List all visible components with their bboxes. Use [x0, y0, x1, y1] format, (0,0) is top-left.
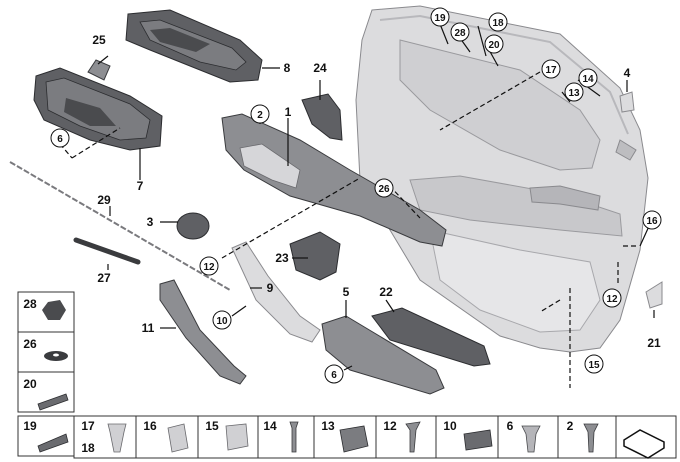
speaker-cover [176, 212, 210, 240]
callout-2: 2 [257, 110, 263, 121]
corner-trim [301, 93, 343, 141]
callout-22: 22 [379, 285, 393, 299]
callout-24: 24 [313, 61, 327, 75]
callout-12-right: 12 [606, 294, 618, 305]
callout-7: 7 [137, 179, 144, 193]
grid-part-12-screw [405, 421, 421, 453]
callout-13: 13 [568, 88, 580, 99]
callout-4: 4 [624, 66, 631, 80]
callout-5: 5 [343, 285, 350, 299]
callout-16: 16 [646, 216, 658, 227]
callout-21: 21 [647, 336, 661, 350]
callout-27: 27 [97, 271, 111, 285]
armrest-trim-strip [221, 113, 447, 247]
seal-strip [9, 161, 231, 291]
switch-carrier-lower [33, 67, 163, 151]
grid-part-6-screw [521, 425, 541, 453]
callout-17: 17 [545, 65, 557, 76]
strip-trim [73, 237, 141, 265]
grid-part-28-nut [42, 300, 66, 320]
callout-6-lower: 6 [331, 370, 337, 381]
callout-18: 18 [492, 18, 504, 29]
parts-grid-left: 28 26 20 19 [17, 291, 75, 457]
callout-6-upper: 6 [57, 134, 63, 145]
grid-part-2-screw [583, 423, 599, 453]
grid-label-19: 19 [23, 419, 37, 433]
grid-part-14-screw [289, 421, 299, 453]
callouts: 19 28 18 20 17 14 13 4 16 12 21 15 26 2 … [50, 7, 662, 384]
switch-carrier-upper [125, 9, 263, 83]
grid-label-14: 14 [263, 419, 277, 433]
pull-handle [159, 279, 247, 385]
parts-grid-bottom: 17 18 16 15 14 13 12 10 6 2 [73, 415, 677, 459]
grid-label-16: 16 [143, 419, 157, 433]
grid-part-13-nut [339, 425, 369, 453]
callout-25: 25 [92, 33, 106, 47]
callout-10: 10 [216, 316, 228, 327]
armrest-pad [321, 315, 445, 395]
clip-small [619, 91, 635, 113]
grid-label-18: 18 [81, 441, 95, 455]
grid-label-6: 6 [507, 419, 514, 433]
callout-1: 1 [285, 105, 292, 119]
cover-cap [87, 59, 111, 81]
callout-11: 11 [142, 321, 155, 335]
grid-label-20: 20 [23, 377, 37, 391]
grid-part-16-clip [167, 423, 189, 453]
grid-part-19-clip [37, 433, 69, 453]
grid-symbol-icon [623, 429, 665, 459]
callout-28: 28 [454, 28, 466, 39]
grid-label-28: 28 [23, 297, 37, 311]
grid-label-10: 10 [443, 419, 457, 433]
callout-23: 23 [275, 251, 289, 265]
grid-label-2: 2 [567, 419, 574, 433]
handle-bracket [231, 241, 321, 343]
callout-9: 9 [267, 281, 274, 295]
end-cap [645, 281, 663, 309]
grid-label-26: 26 [23, 337, 37, 351]
callout-26: 26 [378, 184, 390, 195]
callout-15: 15 [588, 360, 600, 371]
speaker-grille [289, 231, 341, 281]
grid-part-17-rivet [107, 423, 127, 453]
callout-19: 19 [434, 13, 446, 24]
grid-label-17: 17 [81, 419, 95, 433]
callout-29: 29 [97, 193, 111, 207]
callout-20: 20 [488, 40, 500, 51]
callout-8: 8 [284, 61, 291, 75]
grid-label-15: 15 [205, 419, 219, 433]
callout-3: 3 [147, 215, 154, 229]
callout-14: 14 [582, 74, 594, 85]
grid-part-15-clip [225, 423, 249, 451]
callout-12-left: 12 [203, 262, 215, 273]
armrest-base [371, 307, 491, 367]
grid-part-10-clip [463, 429, 493, 451]
grid-label-12: 12 [383, 419, 397, 433]
grid-part-20-clip [37, 393, 69, 411]
grid-label-13: 13 [321, 419, 335, 433]
